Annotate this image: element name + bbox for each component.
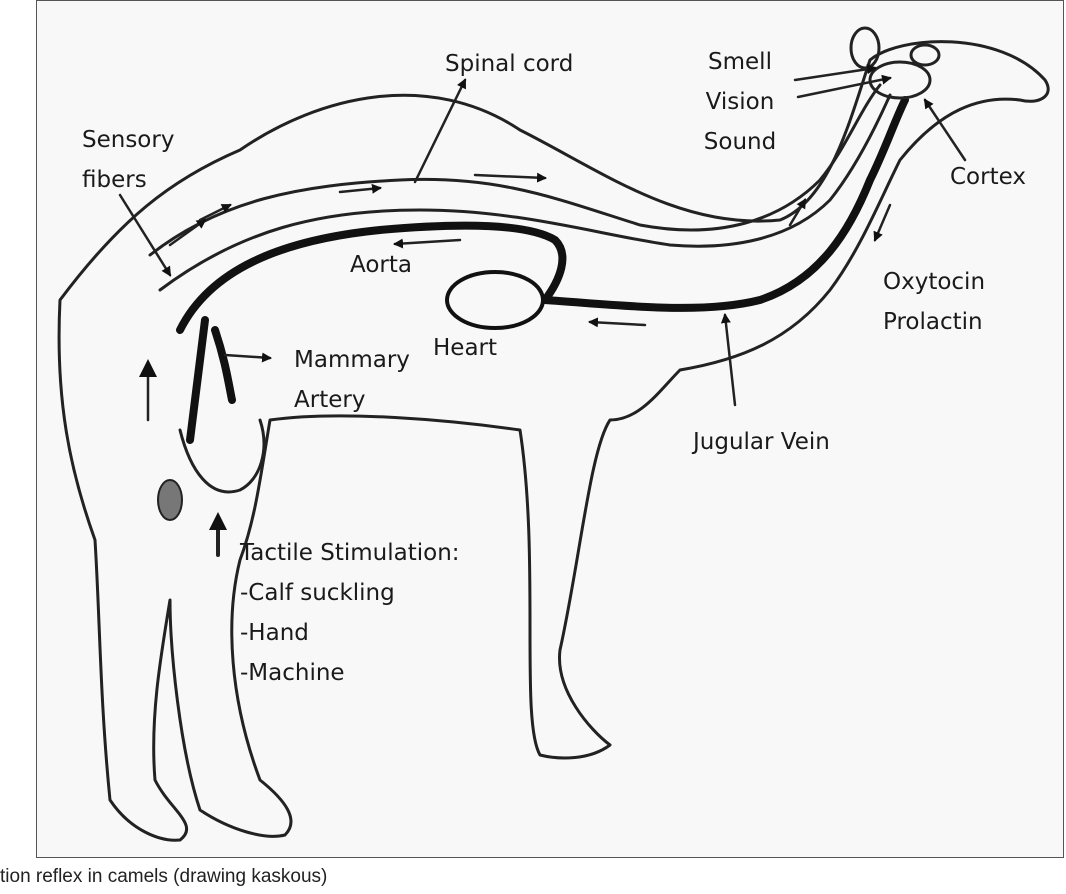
prolactin-text: Prolactin (883, 309, 983, 335)
flow-arrow (338, 183, 382, 194)
flow-arrow (873, 203, 892, 242)
heart-shape (445, 270, 545, 330)
leader-jugular (720, 313, 737, 407)
flow-arrow (588, 317, 647, 328)
leader-spinal-cord (413, 78, 467, 184)
label-heart: Heart (433, 328, 497, 368)
label-cortex: Cortex (950, 157, 1026, 197)
ear-nodule (909, 43, 941, 67)
spinal-channel-lower (158, 93, 892, 292)
label-spinal-cord: Spinal cord (445, 44, 573, 84)
mammary-branch-2 (211, 326, 236, 404)
spinal-cord-text: Spinal cord (445, 51, 574, 77)
udder-shape (178, 418, 266, 494)
leader-smell (793, 64, 877, 82)
tactile-item: -Hand (240, 620, 309, 646)
heart-text: Heart (433, 335, 498, 361)
flow-arrow (788, 198, 807, 227)
leader-sensory (118, 193, 172, 277)
aorta-vessel (176, 221, 567, 334)
tactile-item: -Calf suckling (240, 580, 395, 606)
camel-drawing (57, 26, 1050, 842)
fibers-text: fibers (82, 167, 147, 193)
flow-arrow (198, 203, 232, 222)
label-tactile: Tactile Stimulation: -Calf suckling -Han… (240, 533, 460, 693)
flow-arrow (473, 172, 547, 183)
brain-shape (868, 60, 932, 100)
jugular-vessel (541, 96, 909, 312)
leader-cortex (923, 98, 967, 162)
flow-arrow (168, 218, 207, 247)
sound-text: Sound (703, 129, 777, 155)
camel-outline (57, 40, 1050, 842)
vision-text: Vision (705, 89, 775, 115)
oxytocin-text: Oxytocin (883, 269, 986, 295)
udder-teat (157, 479, 183, 521)
label-hormones: Oxytocin Prolactin (883, 262, 985, 342)
label-aorta: Aorta (350, 245, 412, 285)
mammary-text: Mammary (294, 347, 410, 373)
label-senses: Smell Vision Sound (700, 42, 780, 162)
label-sensory-fibers: Sensory fibers (82, 120, 174, 200)
smell-text: Smell (708, 49, 772, 75)
mammary-branch (186, 316, 209, 444)
eye-shape (849, 26, 881, 70)
figure-caption: tion reflex in camels (drawing kaskous) (0, 866, 328, 887)
label-mammary-artery: Mammary Artery (294, 340, 410, 420)
tactile-title: Tactile Stimulation: (240, 540, 460, 566)
leader-vision (796, 74, 892, 99)
leader-mammary (223, 352, 272, 363)
tactile-item: -Machine (240, 660, 345, 686)
label-jugular-vein: Jugular Vein (693, 422, 830, 462)
flow-arrow (393, 238, 462, 249)
aorta-text: Aorta (350, 252, 412, 278)
cortex-text: Cortex (950, 164, 1026, 190)
spinal-channel-upper (148, 83, 882, 257)
artery-text: Artery (294, 387, 366, 413)
sensory-text: Sensory (82, 127, 175, 153)
jugular-text: Jugular Vein (693, 429, 830, 455)
figure-frame (36, 0, 1064, 858)
